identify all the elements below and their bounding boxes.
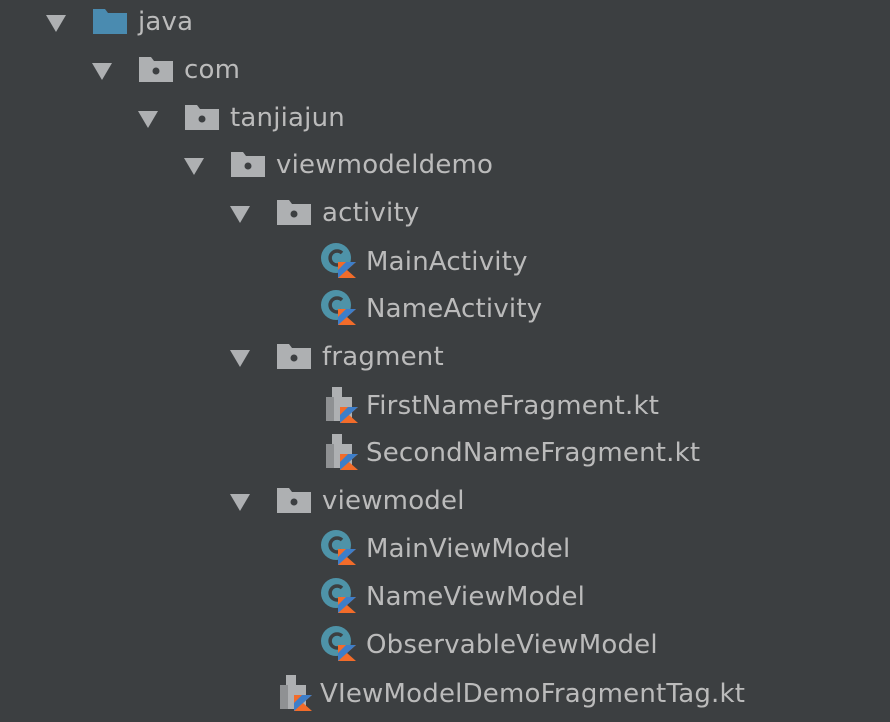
- package-icon: [230, 148, 266, 182]
- tree-node-observableviewmodel[interactable]: ObservableViewModel: [320, 623, 658, 667]
- package-icon: [276, 196, 312, 230]
- tree-node-label: java: [138, 7, 194, 37]
- package-icon: [276, 340, 312, 374]
- expand-arrow-icon[interactable]: [230, 349, 250, 367]
- tree-node-label: viewmodeldemo: [276, 150, 494, 180]
- tree-node-label: VIewModelDemoFragmentTag.kt: [320, 679, 746, 709]
- tree-node-viewmodel[interactable]: viewmodel: [230, 479, 465, 523]
- source-folder-icon: [92, 5, 128, 39]
- tree-node-label: com: [184, 55, 241, 85]
- expand-arrow-icon[interactable]: [92, 62, 112, 80]
- tree-node-label: activity: [322, 198, 420, 228]
- kotlin-file-icon: [276, 673, 312, 715]
- tree-node-label: SecondNameFragment.kt: [366, 438, 701, 468]
- kotlin-class-icon: [320, 529, 356, 569]
- kotlin-class-icon: [320, 242, 356, 282]
- tree-node-label: viewmodel: [322, 486, 465, 516]
- expand-arrow-icon[interactable]: [138, 110, 158, 128]
- tree-node-viewmodeldemofragmenttag[interactable]: VIewModelDemoFragmentTag.kt: [276, 672, 745, 716]
- kotlin-file-icon: [322, 385, 358, 427]
- expand-arrow-icon[interactable]: [46, 14, 66, 32]
- tree-node-fragment[interactable]: fragment: [230, 335, 444, 379]
- tree-node-tanjiajun[interactable]: tanjiajun: [138, 96, 345, 140]
- tree-node-label: ObservableViewModel: [366, 630, 658, 660]
- tree-node-viewmodeldemo[interactable]: viewmodeldemo: [184, 143, 493, 187]
- kotlin-file-icon: [322, 432, 358, 474]
- tree-node-nameviewmodel[interactable]: NameViewModel: [320, 575, 585, 619]
- tree-node-label: MainViewModel: [366, 534, 571, 564]
- tree-node-label: FirstNameFragment.kt: [366, 391, 660, 421]
- tree-node-nameactivity[interactable]: NameActivity: [320, 287, 542, 331]
- package-icon: [138, 53, 174, 87]
- kotlin-class-icon: [320, 625, 356, 665]
- tree-node-label: tanjiajun: [230, 103, 345, 133]
- tree-node-mainviewmodel[interactable]: MainViewModel: [320, 527, 570, 571]
- tree-node-secondnamefragment[interactable]: SecondNameFragment.kt: [322, 431, 700, 475]
- kotlin-class-icon: [320, 289, 356, 329]
- tree-node-label: fragment: [322, 342, 444, 372]
- tree-node-com[interactable]: com: [92, 48, 240, 92]
- tree-node-java[interactable]: java: [46, 0, 193, 44]
- expand-arrow-icon[interactable]: [230, 493, 250, 511]
- expand-arrow-icon[interactable]: [184, 157, 204, 175]
- tree-node-label: NameViewModel: [366, 582, 586, 612]
- package-icon: [276, 484, 312, 518]
- tree-node-activity[interactable]: activity: [230, 191, 419, 235]
- tree-node-firstnamefragment[interactable]: FirstNameFragment.kt: [322, 384, 659, 428]
- tree-node-label: MainActivity: [366, 247, 528, 277]
- kotlin-class-icon: [320, 577, 356, 617]
- tree-node-mainactivity[interactable]: MainActivity: [320, 240, 528, 284]
- package-icon: [184, 101, 220, 135]
- tree-node-label: NameActivity: [366, 294, 543, 324]
- expand-arrow-icon[interactable]: [230, 205, 250, 223]
